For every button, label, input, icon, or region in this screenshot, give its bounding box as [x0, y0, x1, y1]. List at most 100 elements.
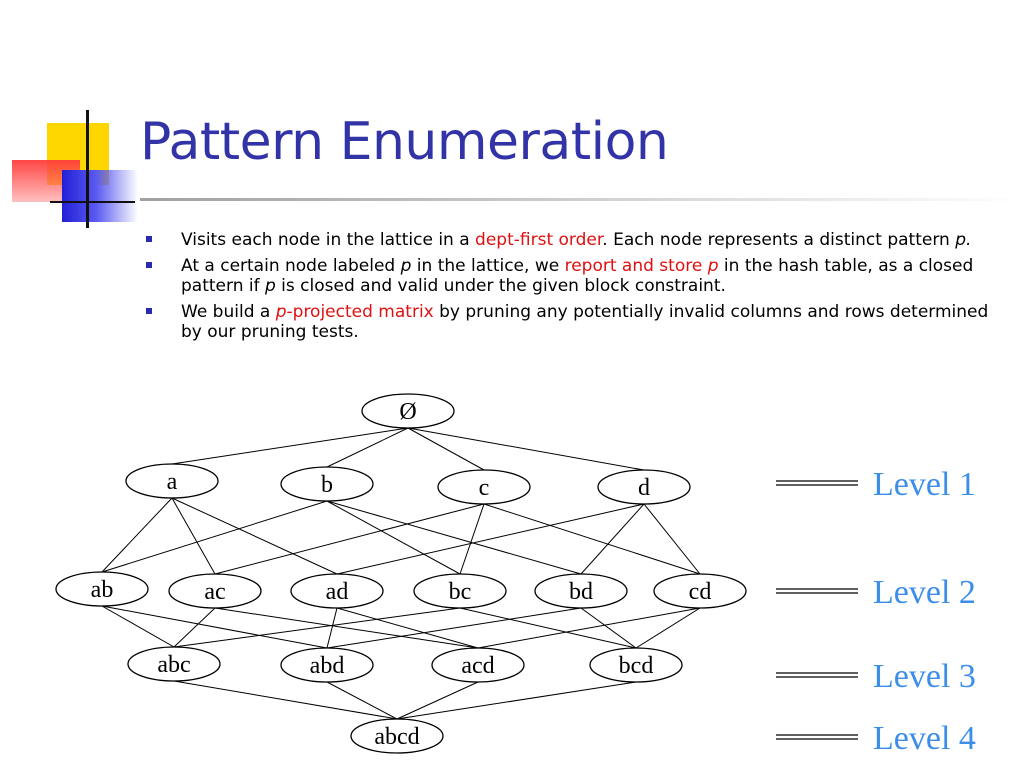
- lattice-node: ad: [290, 573, 384, 609]
- lattice-node-ellipse: [534, 573, 628, 609]
- level-label: Level 4: [873, 720, 976, 757]
- lattice-edge-bd-abd: [326, 607, 582, 649]
- lattice-edge-bc-bcd: [459, 607, 637, 649]
- lattice-node: acd: [431, 647, 525, 683]
- bullet-text: in the lattice, we: [411, 256, 565, 276]
- lattice-node: abd: [280, 647, 374, 683]
- bullet-text: Visits each node in the lattice in a: [181, 230, 476, 250]
- lattice-edge-d-cd: [643, 503, 701, 575]
- lattice-node-ellipse: [361, 393, 455, 429]
- lattice-node: c: [437, 469, 531, 505]
- lattice-node-label: abc: [157, 652, 190, 678]
- lattice-node-ellipse: [290, 573, 384, 609]
- deco-vertical-line: [86, 110, 89, 228]
- lattice-node-ellipse: [280, 647, 374, 683]
- lattice-node: Ø: [361, 393, 455, 429]
- level-label: Level 3: [873, 658, 976, 695]
- lattice-node-ellipse: [127, 646, 221, 682]
- bullet-list: Visits each node in the lattice in a dep…: [146, 230, 1014, 348]
- bullet-square-icon: [146, 262, 152, 268]
- lattice-node: abc: [127, 646, 221, 682]
- lattice-node: bcd: [589, 647, 683, 683]
- highlight-text: report and store: [564, 256, 708, 276]
- lattice-node-label: bcd: [619, 653, 654, 679]
- lattice-node-label: cd: [689, 579, 712, 605]
- lattice-node-label: b: [321, 472, 333, 498]
- lattice-node-label: bc: [449, 579, 472, 605]
- lattice-node-ellipse: [55, 571, 149, 607]
- lattice-edge-Ø-b: [326, 427, 409, 468]
- lattice-node-label: a: [167, 469, 178, 495]
- bullet-text: At a certain node labeled: [181, 256, 401, 276]
- lattice-node-ellipse: [280, 466, 374, 502]
- slide-title: Pattern Enumeration: [140, 112, 669, 172]
- lattice-edge-ab-abd: [101, 605, 328, 649]
- lattice-node-ellipse: [350, 718, 444, 754]
- highlight-italic-text: p: [275, 302, 287, 322]
- bullet-square-icon: [146, 236, 152, 242]
- lattice-node-ellipse: [125, 463, 219, 499]
- bullet-text: by pruning any potentially invalid colum…: [181, 302, 989, 342]
- lattice-node: d: [597, 469, 691, 505]
- lattice-edge-d-ad: [336, 503, 645, 575]
- bullet-text: We build a: [181, 302, 276, 322]
- lattice-node-label: ac: [204, 579, 225, 605]
- lattice-node-label: abcd: [374, 724, 419, 750]
- lattice-edge-ac-abc: [173, 607, 216, 648]
- lattice-node-label: Ø: [399, 399, 416, 425]
- bullet-item: Visits each node in the lattice in a dep…: [146, 230, 1014, 250]
- lattice-node: abcd: [350, 718, 444, 754]
- highlight-text: -projected matrix: [286, 302, 434, 322]
- italic-text: p: [264, 276, 276, 296]
- lattice-edge-b-ab: [101, 500, 328, 573]
- lattice-node-ellipse: [437, 469, 531, 505]
- lattice-edge-bd-bcd: [580, 607, 637, 649]
- bullet-text: in the hash table, as a closed pattern i…: [181, 256, 974, 296]
- lattice-edge-a-ad: [171, 497, 338, 575]
- lattice-node-label: ad: [326, 579, 349, 605]
- lattice-node-label: ab: [91, 577, 114, 603]
- bullet-item: At a certain node labeled p in the latti…: [146, 256, 1014, 296]
- lattice-node-ellipse: [597, 469, 691, 505]
- lattice-node: a: [125, 463, 219, 499]
- lattice-node-label: c: [479, 475, 490, 501]
- lattice-node: ab: [55, 571, 149, 607]
- level-label: Level 2: [873, 574, 976, 611]
- lattice-edge-b-bc: [326, 500, 461, 575]
- italic-text: p: [400, 256, 412, 276]
- lattice-node-ellipse: [589, 647, 683, 683]
- deco-blue-square: [62, 170, 138, 222]
- lattice-edge-bc-abc: [173, 607, 461, 648]
- lattice-node: cd: [653, 573, 747, 609]
- highlight-text: dept-first order: [475, 230, 603, 250]
- lattice-edges: [101, 427, 701, 720]
- lattice-edge-a-ab: [101, 497, 173, 573]
- lattice-edge-acd-abcd: [396, 681, 479, 720]
- lattice-edge-ab-abc: [101, 605, 175, 648]
- level-label: Level 1: [873, 466, 976, 503]
- lattice-edge-c-cd: [483, 503, 701, 575]
- lattice-edge-ac-acd: [214, 607, 479, 649]
- title-rule: [140, 198, 1024, 201]
- lattice-edge-cd-acd: [477, 607, 701, 649]
- lattice-node-label: acd: [461, 653, 494, 679]
- lattice-node-ellipse: [168, 573, 262, 609]
- lattice-edge-bcd-abcd: [396, 681, 637, 720]
- deco-horizontal-line: [50, 201, 135, 203]
- lattice-node-label: d: [638, 475, 650, 501]
- lattice-node-label: bd: [569, 579, 593, 605]
- lattice-edge-cd-bcd: [635, 607, 701, 649]
- lattice-edge-Ø-a: [171, 427, 409, 465]
- lattice-edge-abd-abcd: [326, 681, 398, 720]
- highlight-italic-text: p: [707, 256, 719, 276]
- bullet-text: . Each node represents a distinct patter…: [602, 230, 956, 250]
- lattice-node-label: abd: [310, 653, 345, 679]
- lattice-node: bc: [413, 573, 507, 609]
- lattice-edge-a-ac: [171, 497, 216, 575]
- italic-text: p.: [955, 230, 972, 250]
- lattice-node: bd: [534, 573, 628, 609]
- bullet-square-icon: [146, 308, 152, 314]
- level-labels: Level 1 Level 2 Level 3 Level 4: [776, 466, 976, 757]
- lattice-node: ac: [168, 573, 262, 609]
